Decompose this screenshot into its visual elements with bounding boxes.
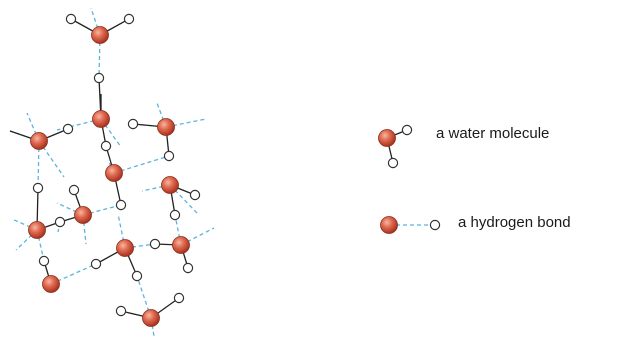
hydrogen-bond-line: [117, 213, 126, 249]
hydrogen-bond-line: [180, 227, 215, 246]
hydrogen-atom-icon: [182, 262, 194, 274]
hydrogen-atom-icon: [62, 123, 74, 135]
hydrogen-bond-line: [100, 118, 122, 148]
hydrogen-bond-line: [15, 229, 38, 251]
oxygen-atom-icon: [74, 206, 92, 224]
hydrogen-bond-line: [26, 112, 40, 142]
oxygen-atom-icon: [116, 239, 134, 257]
hydrogen-atom-icon: [163, 150, 175, 162]
hydrogen-atom-icon: [54, 216, 66, 228]
oxygen-atom-icon: [91, 26, 109, 44]
hydrogen-atom-icon: [173, 292, 185, 304]
legend-hydrogen-bond-label: a hydrogen bond: [458, 214, 571, 231]
hydrogen-atom-icon: [189, 189, 201, 201]
hydrogen-bond-line: [56, 202, 84, 216]
oxygen-atom-icon: [105, 164, 123, 182]
oxygen-atom-icon: [378, 129, 396, 147]
hydrogen-atom-icon: [32, 182, 44, 194]
hydrogen-bond-line: [141, 184, 171, 192]
hydrogen-atom-icon: [169, 209, 181, 221]
hydrogen-bond-network: [9, 7, 215, 337]
legend-water-molecule-label: a water molecule: [436, 125, 550, 142]
hydrogen-atom-icon: [149, 238, 161, 250]
oxygen-atom-icon: [142, 309, 160, 327]
hydrogen-atom-icon: [127, 118, 139, 130]
oxygen-atom-icon: [161, 176, 179, 194]
oxygen-atom-icon: [30, 132, 48, 150]
hydrogen-atom-icon: [93, 72, 105, 84]
hydrogen-atom-icon: [100, 140, 112, 152]
hydrogen-atom-icon: [68, 184, 80, 196]
hydrogen-atom-icon: [115, 305, 127, 317]
hydrogen-bond-line: [124, 243, 156, 249]
hydrogen-atom-icon: [115, 199, 127, 211]
hydrogen-bond-line: [36, 229, 45, 262]
oxygen-atom-icon: [42, 275, 60, 293]
hydrogen-bond-line: [156, 102, 167, 128]
oxygen-atom-icon: [92, 110, 110, 128]
hydrogen-atom-icon: [38, 255, 50, 267]
hydrogen-atom-icon: [131, 270, 143, 282]
hydrogen-bond-line: [113, 155, 170, 174]
hydrogen-bond-line: [174, 214, 182, 246]
hydrogen-atom-icon: [65, 13, 77, 25]
hydrogen-atom-icon: [429, 219, 441, 231]
oxygen-atom-icon: [380, 216, 398, 234]
hydrogen-atom-icon: [401, 124, 413, 136]
hydrogen-bond-line: [82, 214, 87, 245]
hydrogen-atom-icon: [90, 258, 102, 270]
hydrogen-atom-icon: [387, 157, 399, 169]
oxygen-atom-icon: [172, 236, 190, 254]
oxygen-atom-icon: [28, 221, 46, 239]
hydrogen-atom-icon: [123, 13, 135, 25]
legend-graphics: [378, 124, 441, 234]
hydrogen-bond-line: [90, 7, 101, 36]
hydrogen-bond-line: [11, 218, 38, 231]
oxygen-atom-icon: [157, 118, 175, 136]
